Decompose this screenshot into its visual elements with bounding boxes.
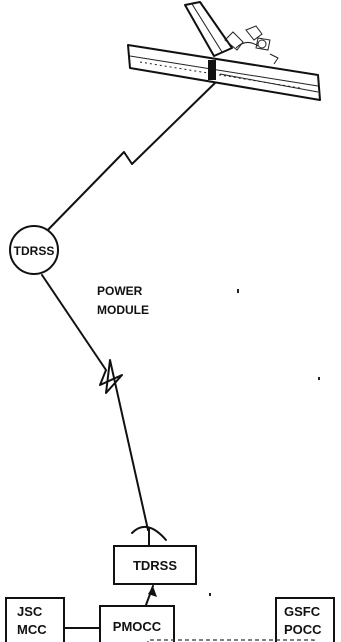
gsfc-pocc-node: GSFC POCC — [275, 597, 335, 642]
jsc-mcc-node: JSC MCC — [5, 597, 65, 642]
pmocc-gsfc-dashed-link — [147, 639, 315, 642]
tdrss-satellite-label: TDRSS — [14, 244, 55, 258]
gsfc-pocc-label: GSFC POCC — [284, 604, 324, 637]
scan-mark — [237, 289, 239, 293]
tdrss-satellite-node: TDRSS — [9, 225, 59, 275]
power-module-spacecraft-icon — [127, 1, 321, 101]
pmocc-label: PMOCC — [113, 619, 162, 634]
lightning-link-icon — [41, 274, 149, 531]
lightning-link-icon — [39, 82, 216, 239]
scan-mark — [209, 593, 211, 596]
jsc-mcc-label: JSC MCC — [17, 604, 47, 637]
power-module-label: POWER MODULE — [97, 284, 149, 317]
scan-mark — [318, 377, 320, 380]
ground-antenna-icon — [131, 525, 167, 541]
tdrss-ground-label: TDRSS — [133, 558, 177, 573]
tdrss-ground-node: TDRSS — [113, 545, 197, 585]
pmocc-node: PMOCC — [99, 605, 175, 642]
